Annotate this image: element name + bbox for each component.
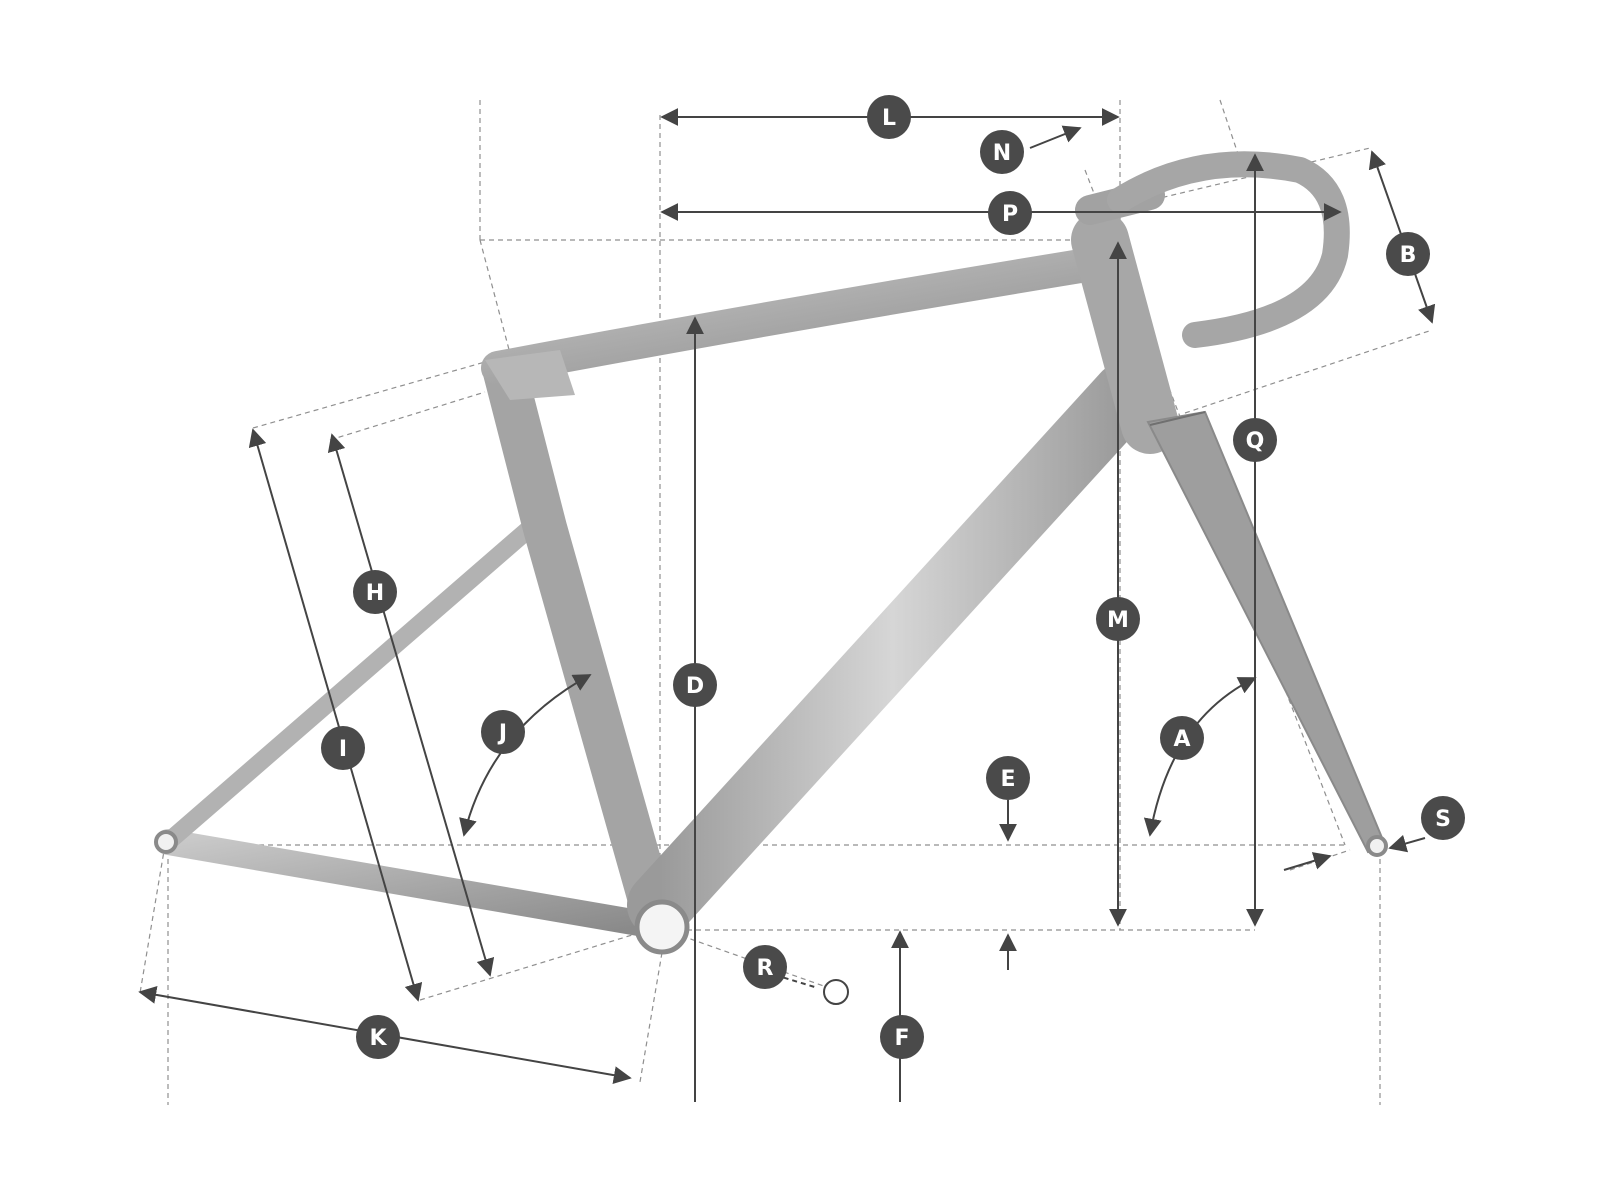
seatstay [159,519,539,851]
badge-s-label: S [1435,807,1451,832]
guide-lines [139,99,1433,1105]
badge-j: J [481,710,525,754]
top-tube [481,245,1122,385]
badge-m: M [1096,597,1140,641]
badge-n: N [980,130,1024,174]
bottom-bracket [634,899,690,955]
badge-r-label: R [757,956,774,981]
chainstay [155,829,663,938]
arrow-i [248,428,423,1002]
badge-h-label: H [366,581,384,606]
badge-l-label: L [882,106,896,131]
arrow-r [774,974,819,989]
badge-e: E [986,756,1030,800]
dimension-arrows [138,108,1436,1102]
badge-r: R [743,945,787,989]
arrow-s [1388,834,1426,853]
badge-l: L [867,95,911,139]
arrow-s-low [1283,852,1332,871]
arrow-n [1029,125,1082,149]
badge-i-label: I [339,737,347,762]
badge-h: H [353,570,397,614]
bike-frame [154,151,1388,955]
badge-s: S [1421,796,1465,840]
rear-dropout [154,830,178,854]
badge-k-label: K [369,1026,387,1051]
badge-b-label: B [1400,243,1417,268]
arrow-a [1143,677,1257,837]
r-reference-circle [823,979,849,1005]
seat-cluster [485,350,575,400]
badge-m-label: M [1107,608,1129,633]
fork [1146,410,1387,854]
badge-a-label: A [1173,727,1190,752]
badge-e-label: E [1000,767,1015,792]
badge-a: A [1160,716,1204,760]
badge-d: D [673,663,717,707]
badge-q: Q [1233,418,1277,462]
badge-b: B [1386,232,1430,276]
badge-f: F [880,1015,924,1059]
handlebar [1107,151,1350,348]
badge-q-label: Q [1246,429,1265,454]
badge-k: K [356,1015,400,1059]
seat-tube [483,350,672,922]
badge-j-label: J [497,721,507,746]
badge-f-label: F [894,1026,909,1051]
down-tube [627,362,1158,938]
front-dropout [1366,835,1388,857]
badge-d-label: D [686,674,704,699]
badges: L N P B Q H M D [321,95,1465,1059]
badge-p: P [988,191,1032,235]
badge-n-label: N [993,141,1011,166]
badge-i: I [321,726,365,770]
badge-p-label: P [1002,202,1018,227]
